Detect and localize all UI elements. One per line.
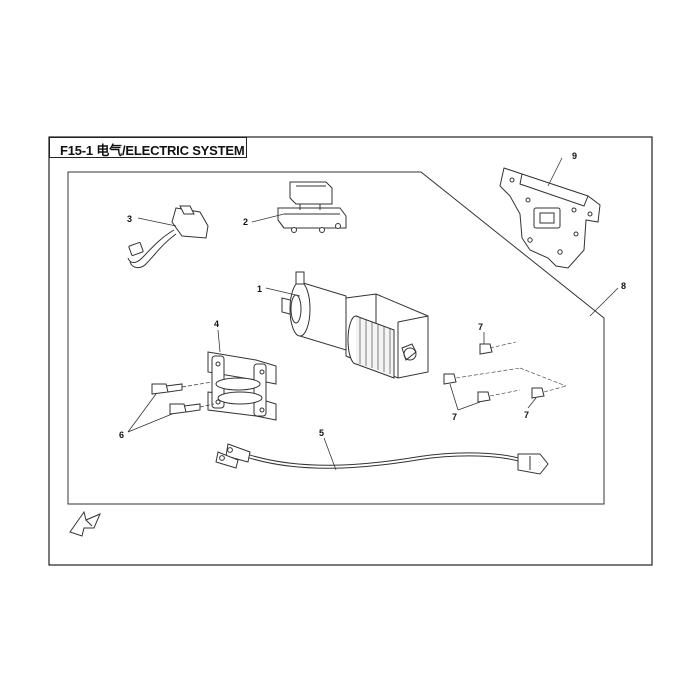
callout-7-top: 7 bbox=[478, 322, 483, 332]
relay-icon bbox=[277, 181, 347, 233]
roller-fairlead-icon bbox=[207, 351, 277, 421]
callout-6: 6 bbox=[119, 430, 124, 440]
battery-cable-icon bbox=[215, 443, 549, 475]
callout-2: 2 bbox=[243, 217, 248, 227]
mounting-plate-icon bbox=[499, 167, 601, 269]
title-box: F15-1 电气/ELECTRIC SYSTEM bbox=[49, 137, 247, 158]
bolt-icon bbox=[443, 343, 545, 403]
callout-8: 8 bbox=[621, 281, 626, 291]
callout-7-bottom-left: 7 bbox=[452, 412, 457, 422]
callout-9: 9 bbox=[572, 151, 577, 161]
page-title: F15-1 电气/ELECTRIC SYSTEM bbox=[60, 143, 245, 158]
bolt-icon bbox=[151, 383, 201, 415]
callout-3: 3 bbox=[127, 214, 132, 224]
callout-7-bottom-right: 7 bbox=[524, 410, 529, 420]
callout-4: 4 bbox=[214, 319, 219, 329]
front-direction-arrow-icon bbox=[69, 510, 101, 537]
winch-icon bbox=[281, 271, 429, 379]
switch-icon bbox=[127, 205, 209, 269]
diagram-frame bbox=[48, 136, 653, 566]
assembly-boundary bbox=[67, 171, 605, 505]
callout-1: 1 bbox=[257, 284, 262, 294]
callout-5: 5 bbox=[319, 428, 324, 438]
